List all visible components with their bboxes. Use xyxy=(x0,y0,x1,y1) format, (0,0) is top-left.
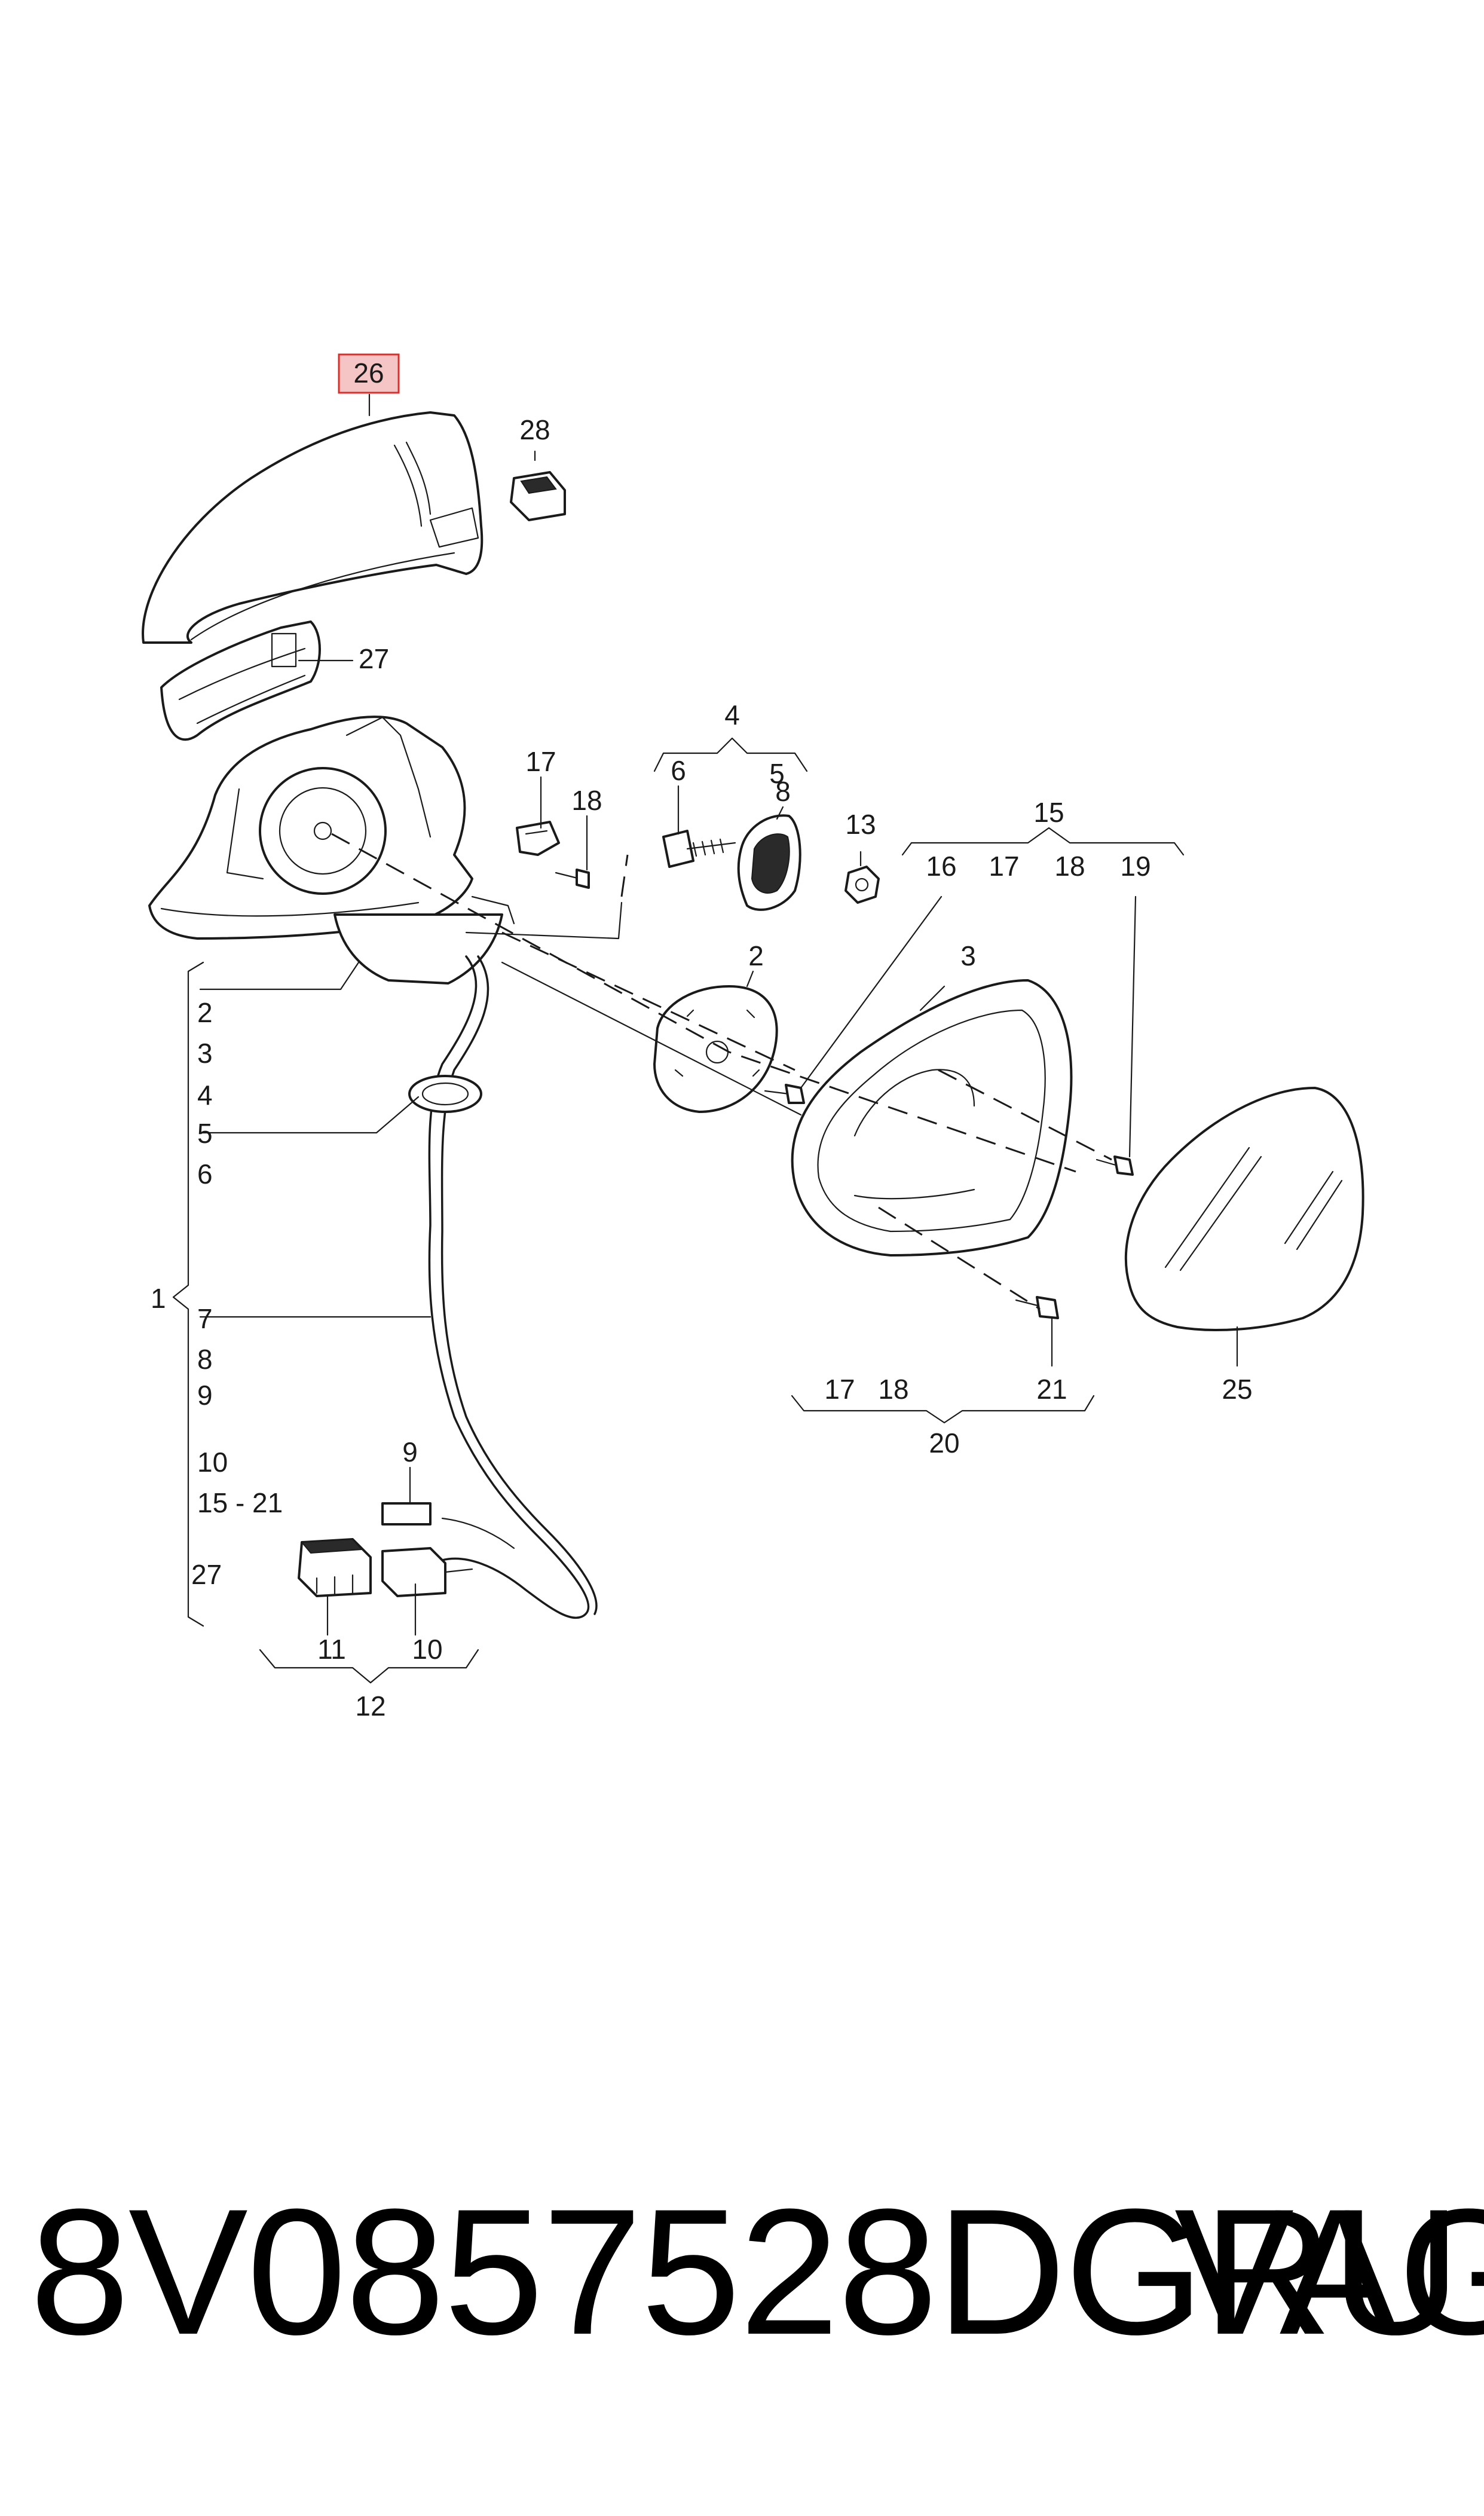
callout-21: 21 xyxy=(1036,1374,1067,1405)
plate-8-drawing xyxy=(737,814,801,911)
callout-18-top: 18 xyxy=(571,785,602,816)
mirror-frame-3-drawing xyxy=(791,979,1073,1257)
callout-28: 28 xyxy=(519,414,550,445)
callout-18-bottom: 18 xyxy=(878,1374,908,1405)
callout-25: 25 xyxy=(1222,1374,1252,1405)
callout-labels: 26 28 27 4 6 5 17 18 8 13 15 16 17 18 19… xyxy=(151,353,1253,1722)
callout-15-21: 15 - 21 xyxy=(197,1487,283,1518)
clip-17-drawing xyxy=(516,821,560,856)
callout-8-list: 8 xyxy=(197,1344,213,1375)
connector-11-drawing xyxy=(298,1538,372,1597)
turn-signal-27-drawing xyxy=(160,620,321,741)
part-number: 8V0857528DGRU xyxy=(30,2171,1461,2372)
leader-lines xyxy=(199,393,1238,1636)
callout-4: 4 xyxy=(197,1080,213,1111)
callout-11: 11 xyxy=(317,1634,346,1665)
callout-12: 12 xyxy=(355,1690,385,1722)
callout-1: 1 xyxy=(151,1283,166,1314)
callout-9: 9 xyxy=(402,1436,418,1468)
brand-name: VAG xyxy=(1174,2171,1484,2372)
callout-5: 5 xyxy=(197,1118,213,1149)
callout-17-right: 17 xyxy=(989,851,1019,882)
callout-13: 13 xyxy=(845,809,876,840)
callout-17-top: 17 xyxy=(525,746,556,777)
callout-26-highlight xyxy=(338,353,400,394)
mirror-cap-drawing xyxy=(142,411,484,644)
nut-13-drawing xyxy=(844,866,880,904)
stud-6-drawing xyxy=(662,830,736,868)
callout-20: 20 xyxy=(929,1427,959,1459)
screw-16-drawing xyxy=(764,1084,805,1104)
callout-17-bottom: 17 xyxy=(824,1374,855,1405)
wiring-harness-drawing xyxy=(381,955,598,1619)
mirror-glass-25-drawing xyxy=(1124,1087,1364,1331)
callout-7: 7 xyxy=(197,1303,213,1334)
callout-27-list: 27 xyxy=(191,1559,222,1590)
explosion-lines xyxy=(331,833,1112,1310)
callout-26: 26 xyxy=(353,357,384,389)
callout-8: 8 xyxy=(775,776,791,807)
footer: 8V0857528DGRU VAG xyxy=(0,2164,1484,2391)
clip-28-drawing xyxy=(510,471,566,521)
callout-18-right: 18 xyxy=(1054,851,1085,882)
brackets xyxy=(172,737,1185,1684)
callout-15: 15 xyxy=(1033,797,1064,828)
callout-2: 2 xyxy=(197,997,213,1028)
callout-10: 10 xyxy=(412,1634,442,1665)
screw-21-drawing xyxy=(1015,1296,1059,1319)
callout-16: 16 xyxy=(926,851,956,882)
connector-10-drawing xyxy=(381,1547,473,1597)
callout-3-right: 3 xyxy=(960,940,976,971)
callout-5-top: 5 xyxy=(769,758,785,789)
callout-2-right: 2 xyxy=(748,940,764,971)
mirror-housing-drawing xyxy=(148,716,515,985)
callout-3: 3 xyxy=(197,1038,213,1069)
screw-19-drawing xyxy=(1096,1155,1134,1176)
callout-10-list: 10 xyxy=(197,1447,228,1478)
callout-6-list: 6 xyxy=(197,1158,213,1190)
callout-6: 6 xyxy=(671,755,686,786)
callout-19: 19 xyxy=(1120,851,1151,882)
screw-18-drawing xyxy=(555,869,590,889)
callout-27-top: 27 xyxy=(359,643,389,674)
callout-9-list: 9 xyxy=(197,1380,213,1411)
callout-4-top: 4 xyxy=(724,699,740,730)
